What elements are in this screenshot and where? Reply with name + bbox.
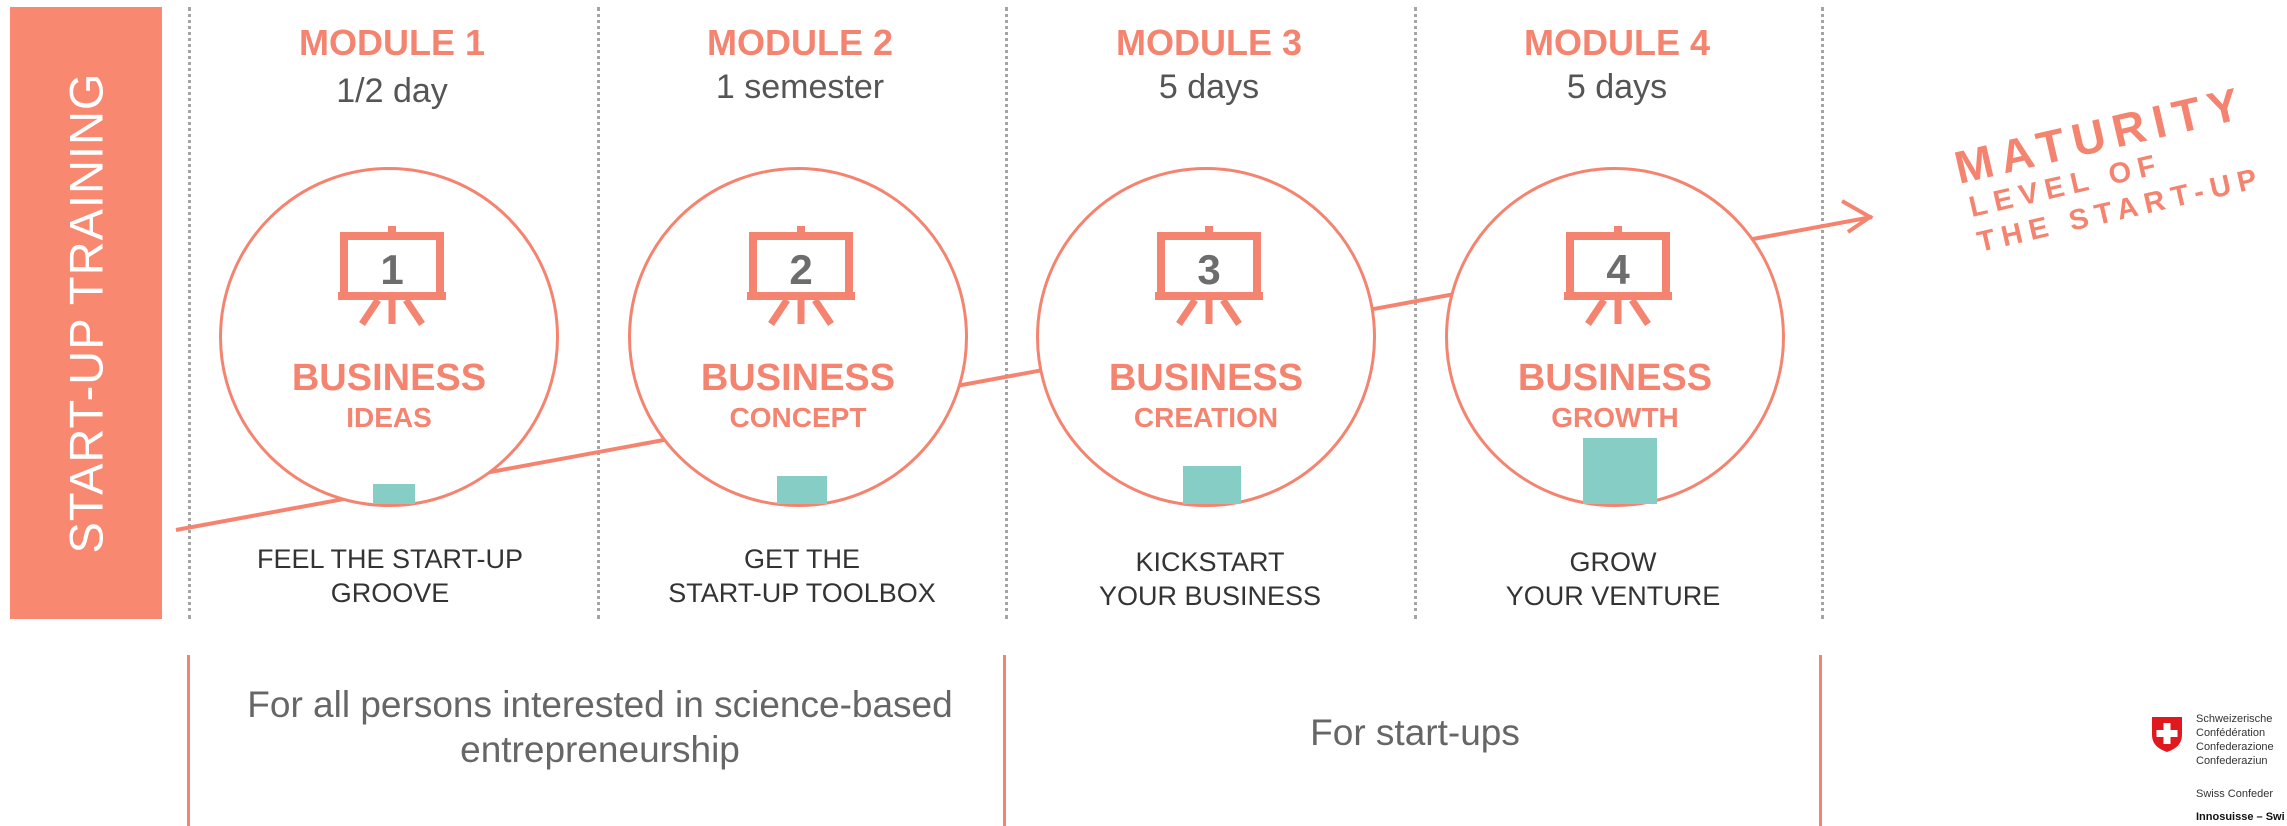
presentation-board-icon: 4 [1564,226,1672,326]
module-1-duration: 1/2 day [336,72,448,110]
maturity-bar [1583,438,1657,504]
audience-divider [1003,655,1006,826]
module-4-business: BUSINESS [1517,357,1713,399]
module-4-tagline-line-1: GROW [1569,547,1657,577]
arrow-icon [1841,199,1874,234]
module-4-duration: 5 days [1566,68,1668,106]
column-divider [1005,7,1008,619]
module-2-tagline-line-2: START-UP TOOLBOX [668,578,936,608]
column-divider [1821,7,1824,619]
audience-all-persons: For all persons interested in science-ba… [210,682,990,772]
module-1-tagline: FEEL THE START-UP GROOVE [225,542,555,610]
presentation-board-icon: 3 [1155,226,1263,326]
module-4-stage: GROWTH [1551,402,1679,433]
maturity-bar [1183,466,1241,504]
audience-all-persons-line-1: For all persons interested in science-ba… [247,684,953,725]
module-4-title: MODULE 4 [1523,22,1710,63]
audience-all-persons-line-2: entrepreneurship [460,729,740,770]
module-4-circle: 4 BUSINESS GROWTH [1445,167,1785,507]
audience-start-ups: For start-ups [1310,712,1520,753]
module-1-stage: IDEAS [346,402,432,433]
module-1-business: BUSINESS [291,357,487,399]
column-divider [1414,7,1417,619]
swiss-flag-icon [2152,717,2182,752]
module-3-business: BUSINESS [1108,357,1304,399]
module-2-tagline-line-1: GET THE [743,544,861,574]
audience-divider [1819,655,1822,826]
module-2-stage: CONCEPT [729,402,867,433]
start-up-training-banner [10,7,162,619]
logo-text-line: Innosuisse – Swi [2196,811,2285,823]
module-3-tagline-line-2: YOUR BUSINESS [1098,581,1322,611]
module-4-number: 4 [1606,246,1630,293]
maturity-bar [777,476,827,504]
module-2-number: 2 [789,246,812,293]
column-divider [597,7,600,619]
module-2-duration: 1 semester [715,68,885,106]
module-4-tagline-line-2: YOUR VENTURE [1505,581,1721,611]
logo-text-line: Schweizerische [2196,713,2273,725]
swiss-confederation-logo: Schweizerische Confédération Confederazi… [2150,712,2287,826]
logo-text-line: Confederaziun [2196,755,2268,767]
module-3-stage: CREATION [1133,402,1279,433]
module-1-title: MODULE 1 [298,22,485,63]
module-3-tagline-line-1: KICKSTART [1135,547,1285,577]
module-3-circle: 3 BUSINESS CREATION [1036,167,1376,507]
module-3-number: 3 [1197,246,1220,293]
module-2-business: BUSINESS [700,357,896,399]
module-3-tagline: KICKSTART YOUR BUSINESS [1045,545,1375,613]
module-3-title: MODULE 3 [1115,22,1302,63]
audience-divider [187,655,190,826]
module-2-tagline: GET THE START-UP TOOLBOX [637,542,967,610]
logo-text-line: Swiss Confeder [2196,788,2274,800]
logo-text-line: Confédération [2196,727,2266,739]
module-2-title: MODULE 2 [706,22,893,63]
logo-text-line: Confederazione [2196,741,2274,753]
module-1-tagline-line-2: GROOVE [330,578,450,608]
maturity-bar [373,484,415,504]
module-3-duration: 5 days [1158,68,1260,106]
module-1-tagline-line-1: FEEL THE START-UP [256,544,524,574]
module-1-circle: 1 BUSINESS IDEAS [219,167,559,507]
presentation-board-icon: 1 [338,226,446,326]
module-1-number: 1 [380,246,403,293]
column-divider [188,7,191,619]
module-2-circle: 2 BUSINESS CONCEPT [628,167,968,507]
presentation-board-icon: 2 [747,226,855,326]
module-4-tagline: GROW YOUR VENTURE [1448,545,1778,613]
